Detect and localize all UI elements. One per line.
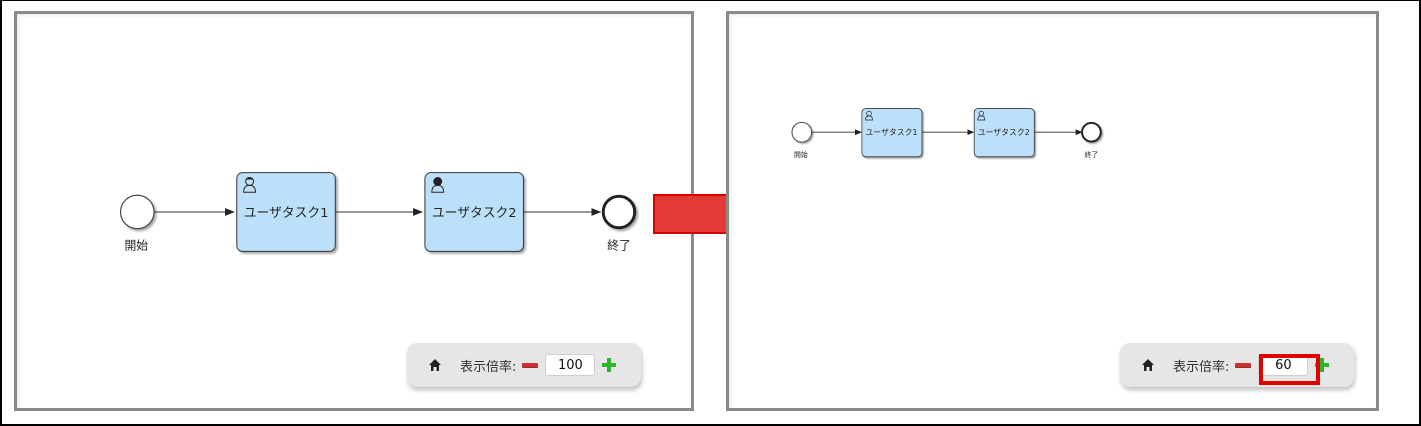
start-event-label: 開始: [794, 150, 808, 159]
start-event[interactable]: [119, 194, 155, 230]
task-label: ユーザタスク1: [865, 128, 917, 137]
diagram-canvas[interactable]: 開始 ユーザタスク1 ユーザタスク2 終了: [729, 14, 1376, 408]
end-event-label: 終了: [607, 238, 631, 252]
user-icon: [243, 177, 256, 193]
zoom-in-button[interactable]: [602, 358, 617, 372]
user-icon: [977, 110, 986, 121]
diagram-canvas[interactable]: 開始 ユーザタスク1 ユーザタスク2: [17, 14, 691, 408]
task-label: ユーザタスク2: [978, 128, 1030, 137]
user-task-2[interactable]: ユーザタスク2: [973, 108, 1035, 158]
end-event-label: 終了: [1085, 150, 1099, 159]
end-event[interactable]: [1081, 121, 1102, 143]
user-task-1[interactable]: ユーザタスク1: [236, 172, 336, 252]
zoom-in-button[interactable]: [1315, 358, 1330, 372]
end-event[interactable]: [601, 194, 637, 230]
zoom-level-input[interactable]: [545, 354, 596, 376]
zoom-toolbar: 表示倍率:: [407, 343, 641, 387]
user-task-2[interactable]: ユーザタスク2: [424, 172, 524, 252]
diagram-panel-before[interactable]: 開始 ユーザタスク1 ユーザタスク2: [14, 11, 694, 411]
zoom-label: 表示倍率:: [1173, 359, 1230, 375]
start-event[interactable]: [791, 121, 813, 143]
diagram-panel-after[interactable]: 開始 ユーザタスク1 ユーザタスク2 終了 表示倍率: [726, 11, 1379, 411]
zoom-out-button[interactable]: [1235, 362, 1252, 368]
task-label: ユーザタスク2: [432, 206, 517, 221]
home-icon[interactable]: [1141, 358, 1155, 372]
user-icon: [431, 177, 445, 193]
task-label: ユーザタスク1: [244, 206, 329, 221]
user-icon: [865, 110, 873, 121]
zoom-out-button[interactable]: [522, 362, 539, 368]
zoom-label: 表示倍率:: [460, 359, 517, 375]
zoom-toolbar: 表示倍率:: [1120, 343, 1354, 387]
start-event-label: 開始: [125, 238, 149, 252]
user-task-1[interactable]: ユーザタスク1: [861, 108, 923, 158]
zoom-level-input[interactable]: [1258, 354, 1309, 376]
home-icon[interactable]: [428, 358, 442, 372]
